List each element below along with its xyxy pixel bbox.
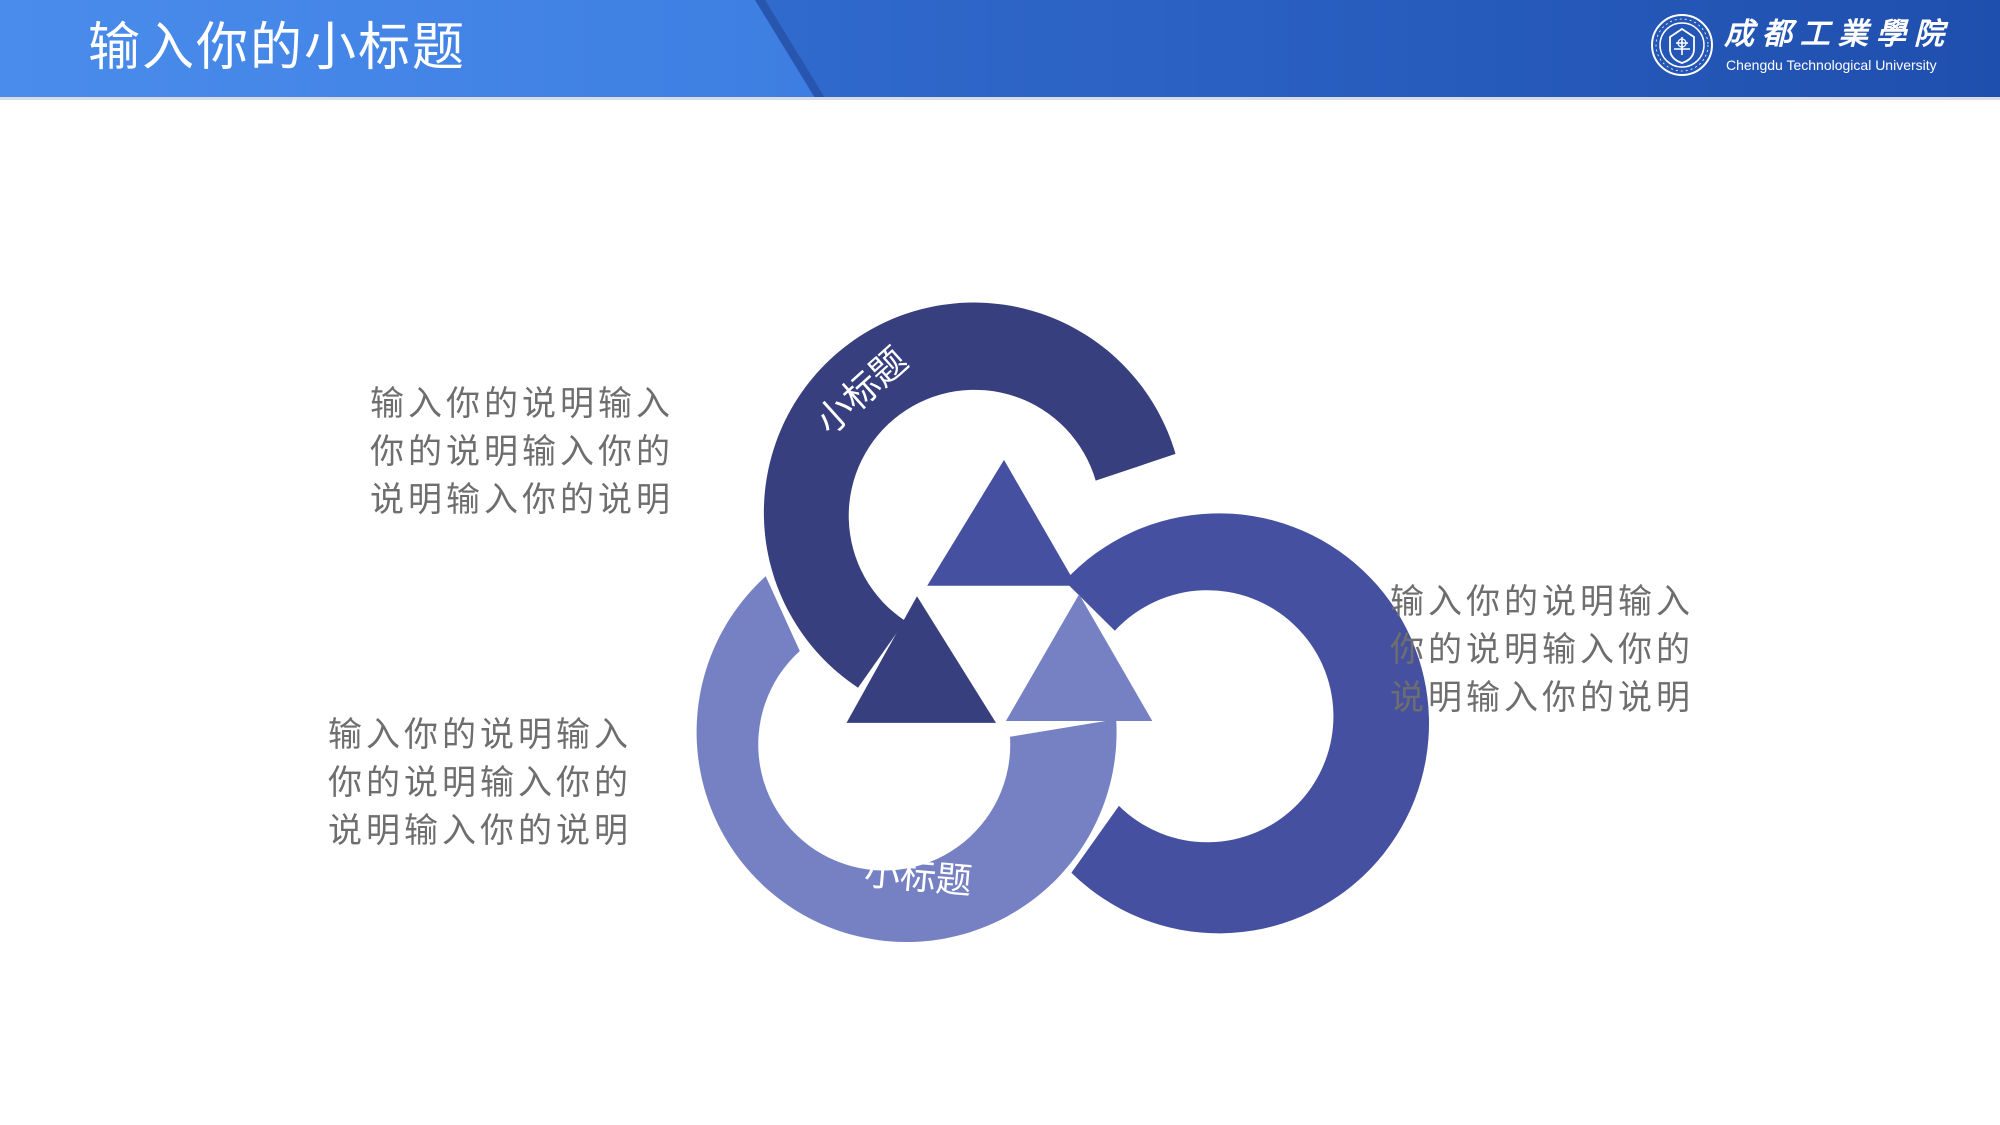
university-name-cn: 成都工業學院 bbox=[1724, 17, 1952, 52]
page-title: 输入你的小标题 bbox=[88, 18, 467, 78]
university-logo: 成都工業學院 Chengdu Technological University bbox=[1650, 13, 1950, 83]
ring-3-label: 小标题 bbox=[862, 852, 973, 902]
ring-1-arc bbox=[763, 302, 1176, 688]
ring-3-arrowhead bbox=[1005, 594, 1153, 721]
ring-2-arrowhead bbox=[927, 459, 1077, 586]
ring-1-arrowhead bbox=[846, 596, 996, 723]
university-seal-icon bbox=[1651, 14, 1713, 76]
header-background bbox=[0, 0, 2000, 100]
description-2: 输入你的说明输入 你的说明输入你的 说明输入你的说明 bbox=[328, 715, 632, 851]
ring-2-arc bbox=[1064, 513, 1430, 934]
header-bar: 输入你的小标题 成都工業學院 Chengdu Technological Uni… bbox=[0, 0, 2000, 100]
university-name-en: Chengdu Technological University bbox=[1726, 57, 1937, 73]
ring-2-label: 小标题 bbox=[1231, 672, 1318, 787]
description-1: 输入你的说明输入 你的说明输入你的 说明输入你的说明 bbox=[370, 384, 674, 520]
description-3: 输入你的说明输入 你的说明输入你的 说明输入你的说明 bbox=[1390, 582, 1694, 718]
ring-3-arc bbox=[696, 576, 1117, 943]
